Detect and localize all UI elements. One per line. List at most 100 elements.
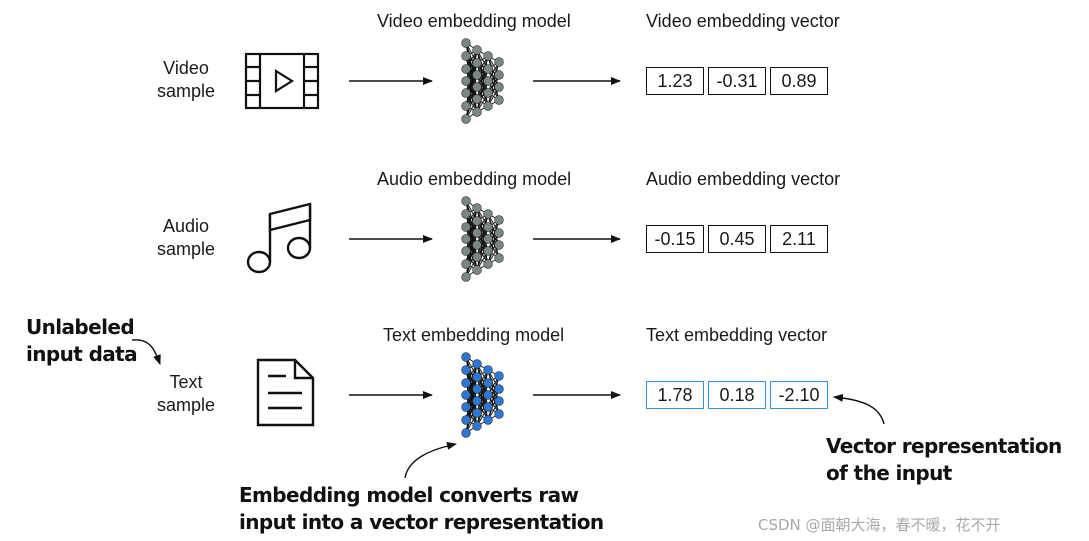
network-node (472, 58, 482, 68)
flow-arrows (349, 77, 621, 399)
vector-cell: 1.23 (646, 67, 704, 95)
network-node (483, 402, 493, 412)
network-node (461, 402, 471, 412)
network-node (494, 396, 504, 406)
network-node (461, 222, 471, 232)
vector-cell: -0.31 (708, 67, 766, 95)
vector-cell: 2.11 (770, 225, 828, 253)
network-node (494, 371, 504, 381)
network-node (483, 390, 493, 400)
network-node (461, 415, 471, 425)
vector-cell: 0.45 (708, 225, 766, 253)
network-node (483, 378, 493, 388)
network-node (461, 272, 471, 282)
network-node (461, 378, 471, 388)
neural-network-icon (461, 196, 504, 282)
network-node (461, 76, 471, 86)
network-node (461, 246, 471, 256)
network-node (483, 209, 493, 219)
network-node (483, 51, 493, 61)
network-node (461, 259, 471, 269)
network-node (483, 234, 493, 244)
vector-callout-arrow (833, 393, 885, 425)
network-node (461, 390, 471, 400)
network-node (461, 64, 471, 74)
network-node (472, 372, 482, 382)
network-node (472, 228, 482, 238)
network-node (483, 76, 493, 86)
audio-vector-label: Audio embedding vector (646, 169, 841, 189)
text-vector-label: Text embedding vector (646, 325, 828, 345)
network-node (461, 101, 471, 111)
network-node (472, 45, 482, 55)
video-model-label: Video embedding model (377, 11, 571, 31)
unlabeled-callout-arrow (131, 339, 161, 365)
video-vector-label: Video embedding vector (646, 11, 840, 31)
network-node (472, 421, 482, 431)
network-node (494, 82, 504, 92)
network-node (472, 82, 482, 92)
music-note-icon (246, 202, 312, 274)
network-node (494, 384, 504, 394)
network-node (494, 228, 504, 238)
model-callout-arrow (404, 441, 457, 479)
network-node (472, 408, 482, 418)
network-node (494, 57, 504, 67)
network-node (483, 64, 493, 74)
network-node (461, 114, 471, 124)
network-node (472, 94, 482, 104)
network-node (461, 196, 471, 206)
video-film-icon (244, 52, 320, 110)
network-node (494, 70, 504, 80)
network-node (461, 51, 471, 61)
callout-arrows (131, 339, 885, 479)
network-node (472, 203, 482, 213)
network-node (483, 246, 493, 256)
network-node (472, 216, 482, 226)
network-node (494, 95, 504, 105)
network-node (483, 415, 493, 425)
network-node (472, 240, 482, 250)
neural-network-icon (461, 38, 504, 124)
network-node (483, 88, 493, 98)
network-node (461, 88, 471, 98)
network-node (461, 428, 471, 438)
network-node (494, 215, 504, 225)
network-node (472, 70, 482, 80)
network-node (461, 352, 471, 362)
neural-network-icon (461, 352, 504, 438)
vector-cell: 0.89 (770, 67, 828, 95)
document-icon (256, 358, 315, 427)
network-node (472, 265, 482, 275)
network-edges (465, 200, 500, 278)
network-node (461, 234, 471, 244)
audio-model-label: Audio embedding model (377, 169, 572, 189)
vector-cell: -0.15 (646, 225, 704, 253)
network-node (472, 396, 482, 406)
text-model-label: Text embedding model (383, 325, 565, 345)
network-edges (465, 42, 500, 120)
network-node (494, 240, 504, 250)
network-node (483, 101, 493, 111)
watermark: CSDN @面朝大海，春不暖，花不开 (758, 516, 1001, 534)
vector-cell: 1.78 (646, 381, 704, 409)
network-node (483, 222, 493, 232)
network-node (461, 38, 471, 48)
network-edges (465, 356, 500, 434)
network-node (472, 107, 482, 117)
network-node (472, 252, 482, 262)
network-node (483, 365, 493, 375)
network-node (472, 384, 482, 394)
network-node (461, 365, 471, 375)
network-node (461, 209, 471, 219)
vector-cell: 0.18 (708, 381, 766, 409)
vector-cell: -2.10 (770, 381, 828, 409)
network-node (494, 253, 504, 263)
